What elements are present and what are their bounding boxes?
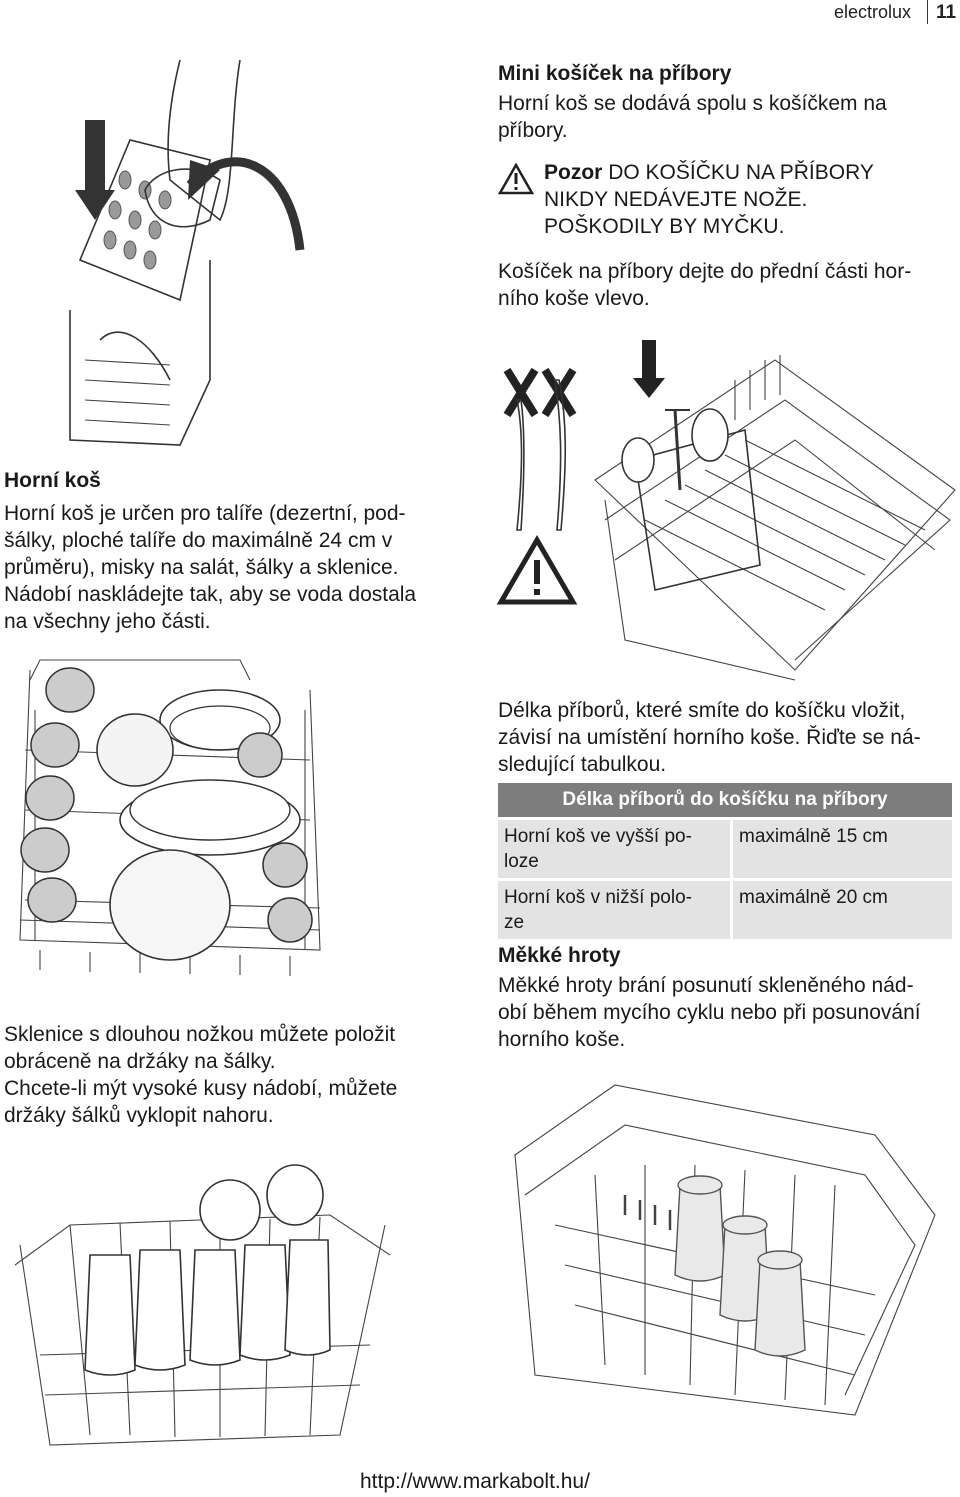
- brand-name: electrolux: [834, 2, 912, 22]
- down-arrow-icon: [633, 340, 665, 398]
- page-number: 11: [936, 2, 957, 23]
- table-header: Délka příborů do košíčku na příbory: [498, 783, 952, 817]
- warning-line-3: POŠKODILY BY MYČKU.: [544, 215, 785, 238]
- upper-basket-line-4: Nádobí naskládejte tak, aby se voda dost…: [4, 583, 417, 606]
- warning-line-2: NIKDY NEDÁVEJTE NOŽE.: [544, 188, 808, 211]
- table-cell-position: Horní koš ve vyšší po- loze: [498, 820, 730, 878]
- cutlery-length-line-3: sledující tabulkou.: [498, 753, 667, 776]
- placement-line-1: Košíček na příbory dejte do přední části…: [498, 260, 912, 283]
- upper-basket-illustration: [19, 659, 321, 976]
- upper-basket-line-5: na všechny jeho části.: [4, 610, 211, 633]
- upper-basket-line-1: Horní koš je určen pro talíře (dezertní,…: [4, 502, 406, 525]
- cutlery-length-table: Délka příborů do košíčku na příbory Horn…: [495, 780, 955, 942]
- soft-spikes-line-2: obí během mycího cyklu nebo při posunová…: [498, 1001, 921, 1024]
- basket-insertion-illustration: [69, 60, 305, 446]
- header-rule: [927, 0, 928, 24]
- glasses-line-1: Sklenice s dlouhou nožkou můžete položit: [4, 1023, 396, 1046]
- soft-spikes-illustration: [514, 1084, 936, 1416]
- upper-basket-title: Horní koš: [4, 469, 101, 492]
- table-row: Horní koš ve vyšší po- loze maximálně 15…: [498, 820, 952, 878]
- cutlery-basket-illustration: [496, 340, 956, 681]
- glasses-basket-illustration: [14, 1164, 391, 1446]
- upper-basket-line-2: šálky, ploché talíře do maximálně 24 cm …: [4, 529, 393, 552]
- cross-icon: [503, 367, 539, 418]
- table-header-row: Délka příborů do košíčku na příbory: [498, 783, 952, 817]
- glasses-line-2: obráceně na držáky na šálky.: [4, 1050, 276, 1073]
- placement-line-2: ního koše vlevo.: [498, 287, 650, 310]
- cutlery-length-line-2: závisí na umístění horního koše. Řiďte s…: [498, 726, 921, 749]
- table-row: Horní koš v nižší polo- ze maximálně 20 …: [498, 881, 952, 939]
- upper-basket-line-3: průměru), misky na salát, šálky a skleni…: [4, 556, 399, 579]
- table-cell-max: maximálně 20 cm: [733, 881, 952, 939]
- soft-spikes-title: Měkké hroty: [498, 944, 621, 967]
- soft-spikes-line-1: Měkké hroty brání posunutí skleněného ná…: [498, 974, 914, 997]
- glasses-line-4: držáky šálků vyklopit nahoru.: [4, 1104, 274, 1127]
- down-arrow-icon: [75, 120, 115, 220]
- warning-icon: [496, 535, 578, 605]
- soft-spikes-line-3: horního koše.: [498, 1028, 626, 1051]
- warning-text-1: DO KOŠÍČKU NA PŘÍBORY: [608, 161, 874, 184]
- cutlery-length-line-1: Délka příborů, které smíte do košíčku vl…: [498, 699, 906, 722]
- cross-icon: [541, 367, 577, 418]
- warning-label: Pozor: [544, 161, 603, 184]
- footer-url[interactable]: http://www.markabolt.hu/: [360, 1470, 590, 1493]
- table-cell-max: maximálně 15 cm: [733, 820, 952, 878]
- table-cell-position: Horní koš v nižší polo- ze: [498, 881, 730, 939]
- warning-icon: [498, 163, 534, 195]
- warning-line-1: Pozor DO KOŠÍČKU NA PŘÍBORY: [544, 159, 874, 186]
- mini-basket-title: Mini košíček na příbory: [498, 62, 732, 85]
- glasses-line-3: Chcete-li mýt vysoké kusy nádobí, můžete: [4, 1077, 398, 1100]
- mini-basket-text: Horní koš se dodává spolu s košíčkem na …: [498, 92, 887, 142]
